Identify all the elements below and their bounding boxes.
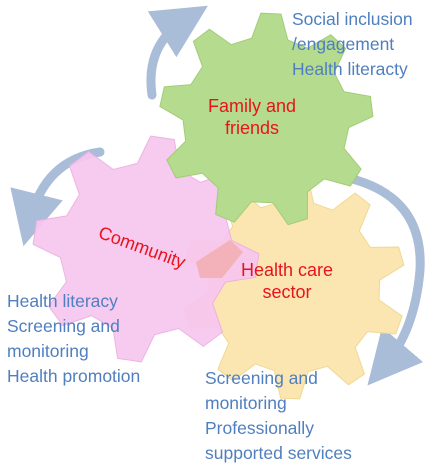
family-gear (159, 12, 374, 226)
cycle-arrow-right (293, 167, 425, 386)
family-gear-label-line2: friends (225, 118, 279, 138)
community-note-3: monitoring (7, 341, 89, 361)
health-care-note-4: supported services (205, 443, 352, 463)
health-care-note-1: Screening and (205, 368, 318, 388)
health-care-note-2: monitoring (205, 393, 287, 413)
family-note-1: Social inclusion (292, 9, 413, 29)
family-note-2: /engagement (292, 34, 394, 54)
health-care-gear-label-line2: sector (262, 282, 311, 302)
community-note-1: Health literacy (7, 291, 118, 311)
community-note-4: Health promotion (7, 366, 140, 386)
health-care-note-3: Professionally (205, 418, 314, 438)
family-gear-label-line1: Family and (208, 96, 296, 116)
cycle-arrow-top (146, 5, 208, 100)
health-care-gear-label-line1: Health care (241, 260, 333, 280)
community-note-2: Screening and (7, 316, 120, 336)
gear-overlap (196, 240, 243, 278)
family-note-3: Health literacty (292, 59, 408, 79)
